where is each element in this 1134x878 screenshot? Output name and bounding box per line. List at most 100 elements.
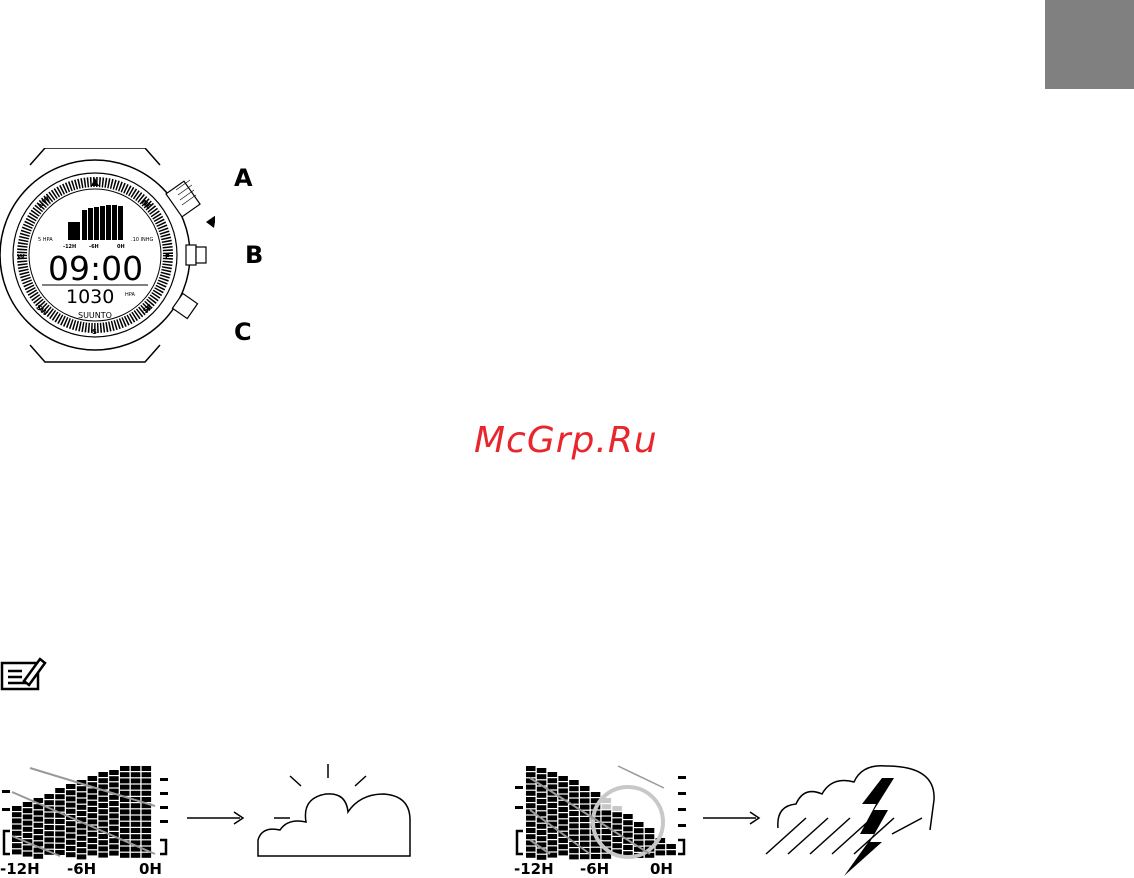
falling-bar-cell [612, 812, 622, 817]
rising-bar-cell [98, 846, 108, 851]
falling-bar-cell [558, 807, 568, 812]
rising-bar-cell [109, 820, 119, 825]
thunderstorm-icon [766, 766, 934, 876]
rising-bar-cell [23, 808, 33, 813]
rising-bar-cell [120, 822, 130, 827]
falling-bar-cell [526, 803, 536, 808]
rising-bar-cell [34, 854, 44, 859]
falling-bar-cell [526, 766, 536, 771]
falling-bar-cell [548, 803, 558, 808]
falling-bar-cell [548, 809, 558, 814]
rising-bar-cell [131, 766, 141, 771]
falling-bar-cell [591, 848, 601, 853]
rising-bar-cell [131, 785, 141, 790]
rising-bar-cell [44, 819, 54, 824]
falling-bar-cell [537, 799, 547, 804]
falling-bar-cell [569, 854, 579, 859]
rising-bar-cell [23, 802, 33, 807]
rising-bar-cell [77, 854, 87, 859]
rising-bar-cell [66, 796, 76, 801]
rising-bar-cell [109, 826, 119, 831]
rising-bar-cell [142, 791, 152, 796]
falling-bar-cell [569, 848, 579, 853]
rising-bar-cell [23, 845, 33, 850]
rising-bar-cell [131, 834, 141, 839]
rising-bar-cell [34, 829, 44, 834]
rising-bar-cell [131, 822, 141, 827]
rising-bar-cell [66, 809, 76, 814]
rising-bar-cell [131, 778, 141, 783]
rising-bar-cell [44, 844, 54, 849]
falling-bar-cell [537, 768, 547, 773]
rising-bar-cell [109, 851, 119, 856]
rising-bar-cell [44, 794, 54, 799]
falling-bar-cell [558, 782, 568, 787]
falling-bar-cell [526, 853, 536, 858]
rising-bar-cell [34, 817, 44, 822]
falling-bar-cell [580, 836, 590, 841]
rising-bar-cell [120, 847, 130, 852]
falling-bar-cell [612, 843, 622, 848]
rising-bar-cell [131, 809, 141, 814]
falling-bar-cell [645, 834, 655, 839]
rising-bar-cell [44, 837, 54, 842]
rising-bar-cell [88, 813, 98, 818]
rising-bar-cell [131, 828, 141, 833]
falling-bar-cell [537, 830, 547, 835]
rising-bar-cell [142, 772, 152, 777]
falling-bar-cell [526, 816, 536, 821]
rising-bar-cell [23, 821, 33, 826]
button-b[interactable] [186, 245, 206, 265]
falling-bar-cell [537, 824, 547, 829]
rising-bar-cell [34, 823, 44, 828]
falling-bar-cell [526, 791, 536, 796]
rising-bar-cell [44, 813, 54, 818]
falling-bar-cell [569, 792, 579, 797]
falling-bar-cell [537, 836, 547, 841]
watch-time: 09:00 [48, 249, 143, 288]
falling-bar-cell [623, 820, 633, 825]
label-button-a: A [234, 164, 253, 192]
falling-bar-cell [612, 837, 622, 842]
falling-bar-cell [569, 811, 579, 816]
falling-bar-cell [548, 784, 558, 789]
rising-bar-cell [12, 831, 22, 836]
rising-bar-cell [109, 844, 119, 849]
rising-bar-cell [109, 807, 119, 812]
falling-bar-cell [548, 797, 558, 802]
rising-bar-cell [55, 825, 64, 830]
falling-bar-cell [645, 828, 655, 833]
falling-x-right: 0H [650, 860, 673, 878]
label-button-b: B [245, 241, 263, 269]
rising-bar-cell [98, 853, 108, 858]
watch-pressure: 1030 [66, 286, 114, 308]
rising-bar-cell [66, 784, 76, 789]
falling-bar-cell [537, 793, 547, 798]
rising-bar-cell [98, 840, 108, 845]
page-tab [1045, 0, 1134, 89]
rising-bar-cell [88, 807, 98, 812]
falling-bar-cell [580, 792, 590, 797]
watch-pressure-unit: HPA [125, 292, 135, 298]
falling-bar-cell [569, 786, 579, 791]
falling-bar-cell [623, 814, 633, 819]
rising-bar-cell [142, 785, 152, 790]
rising-bar-cell [120, 809, 130, 814]
rising-bar-cell [98, 809, 108, 814]
falling-bar-cell [537, 774, 547, 779]
falling-bar-cell [558, 788, 568, 793]
rising-bar-cell [66, 852, 76, 857]
falling-bar-cell [569, 780, 579, 785]
rising-bar-cell [12, 812, 22, 817]
falling-bar-cell [602, 835, 612, 840]
rising-bar-cell [77, 836, 87, 841]
rising-bar-cell [12, 818, 22, 823]
falling-bar-cell [548, 846, 558, 851]
falling-x-mid: -6H [580, 860, 609, 878]
rising-bar-cell [142, 834, 152, 839]
falling-bar-cell [602, 854, 612, 859]
rising-bar-cell [120, 816, 130, 821]
rising-bar-cell [120, 778, 130, 783]
rising-bar-cell [98, 815, 108, 820]
rising-bar-cell [109, 813, 119, 818]
